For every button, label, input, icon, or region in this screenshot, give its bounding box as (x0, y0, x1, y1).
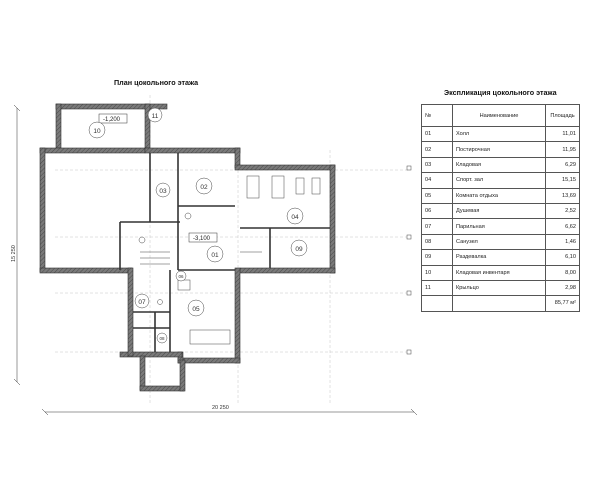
row-area: 8,00 (545, 264, 580, 281)
row-num: 06 (421, 202, 453, 220)
row-name: Раздевалка (452, 249, 546, 266)
room-02-label: 02 (200, 184, 208, 191)
row-name: Кладовая инвентаря (452, 264, 546, 281)
table-row: 02 Постирочная 11,95 (421, 141, 580, 158)
table-row: 08 Санузел 1,46 (421, 233, 580, 251)
table-header-row: № Наименование Площадь (421, 104, 580, 127)
table-row: 10 Кладовая инвентаря 8,00 (421, 264, 580, 281)
row-area: 15,15 (545, 172, 580, 189)
room-06-label: 06 (178, 274, 184, 279)
row-name: Постирочная (452, 141, 546, 158)
row-area: 1,46 (545, 233, 580, 251)
room-10-label: 10 (93, 128, 101, 135)
row-area: 6,62 (545, 218, 580, 235)
row-area: 13,69 (545, 187, 580, 204)
table-row: 11 Крыльцо 2,98 (421, 279, 580, 297)
table-total-row: 85,77 м² (421, 295, 580, 312)
row-name: Кладовая (452, 156, 546, 174)
exterior-walls (39, 103, 336, 392)
row-area: 2,52 (545, 202, 580, 220)
explication-title: Экспликация цокольного этажа (444, 88, 557, 97)
row-num: 03 (421, 156, 453, 174)
plan-title: План цокольного этажа (114, 78, 199, 87)
level-label-1: -1,200 (103, 117, 121, 123)
row-name: Комната отдыха (452, 187, 546, 204)
room-09-label: 09 (295, 246, 303, 253)
row-num: 08 (421, 233, 453, 251)
table-row: 04 Спорт. зал 15,15 (421, 172, 580, 189)
explication-table: № Наименование Площадь 01 Холл 11,01 02 … (421, 104, 580, 312)
room-markers (88, 107, 308, 344)
level-marks: -1,200 -3,100 (98, 113, 218, 243)
room-04-label: 04 (291, 214, 299, 221)
row-name: Парильная (452, 218, 546, 235)
table-row: 05 Комната отдыха 13,69 (421, 187, 580, 204)
level-label-2: -3,100 (193, 236, 211, 242)
header-name: Наименование (452, 104, 546, 127)
fixtures (135, 175, 321, 345)
table-row: 09 Раздевалка 6,10 (421, 249, 580, 266)
room-08-label: 08 (159, 336, 165, 341)
row-area: 11,95 (545, 141, 580, 158)
row-name: Спорт. зал (452, 172, 546, 189)
table-row: 06 Душевая 2,52 (421, 202, 580, 220)
room-11-label: 11 (152, 113, 159, 120)
row-area: 6,29 (545, 156, 580, 174)
row-num: 01 (421, 125, 453, 143)
row-area: 11,01 (545, 125, 580, 143)
room-01-label: 01 (211, 252, 219, 259)
total-area: 85,77 м² (545, 295, 580, 312)
width-dimension: 20 250 (212, 405, 229, 411)
table-row: 03 Кладовая 6,29 (421, 156, 580, 174)
table-row: 07 Парильная 6,62 (421, 218, 580, 235)
row-name: Санузел (452, 233, 546, 251)
header-num: № (421, 104, 453, 127)
row-num: 09 (421, 249, 453, 266)
row-num: 05 (421, 187, 453, 204)
total-num-cell (421, 295, 453, 312)
table-row: 01 Холл 11,01 (421, 125, 580, 143)
room-07-label: 07 (138, 299, 146, 306)
interior-walls (119, 153, 330, 352)
row-area: 2,98 (545, 279, 580, 297)
height-dimension: 15 250 (11, 245, 17, 262)
axis-markers (406, 165, 412, 355)
row-name: Душевая (452, 202, 546, 220)
room-05-label: 05 (192, 306, 200, 313)
row-num: 07 (421, 218, 453, 235)
row-area: 6,10 (545, 249, 580, 266)
room-numbers: 10 11 02 03 04 01 09 06 07 05 08 (93, 113, 303, 341)
row-num: 04 (421, 172, 453, 189)
total-name-cell (452, 295, 546, 312)
header-area: Площадь (545, 104, 580, 127)
row-num: 02 (421, 141, 453, 158)
dimension-lines (13, 104, 418, 416)
row-num: 11 (421, 279, 453, 297)
room-03-label: 03 (159, 188, 167, 195)
row-name: Крыльцо (452, 279, 546, 297)
row-num: 10 (421, 264, 453, 281)
row-name: Холл (452, 125, 546, 143)
